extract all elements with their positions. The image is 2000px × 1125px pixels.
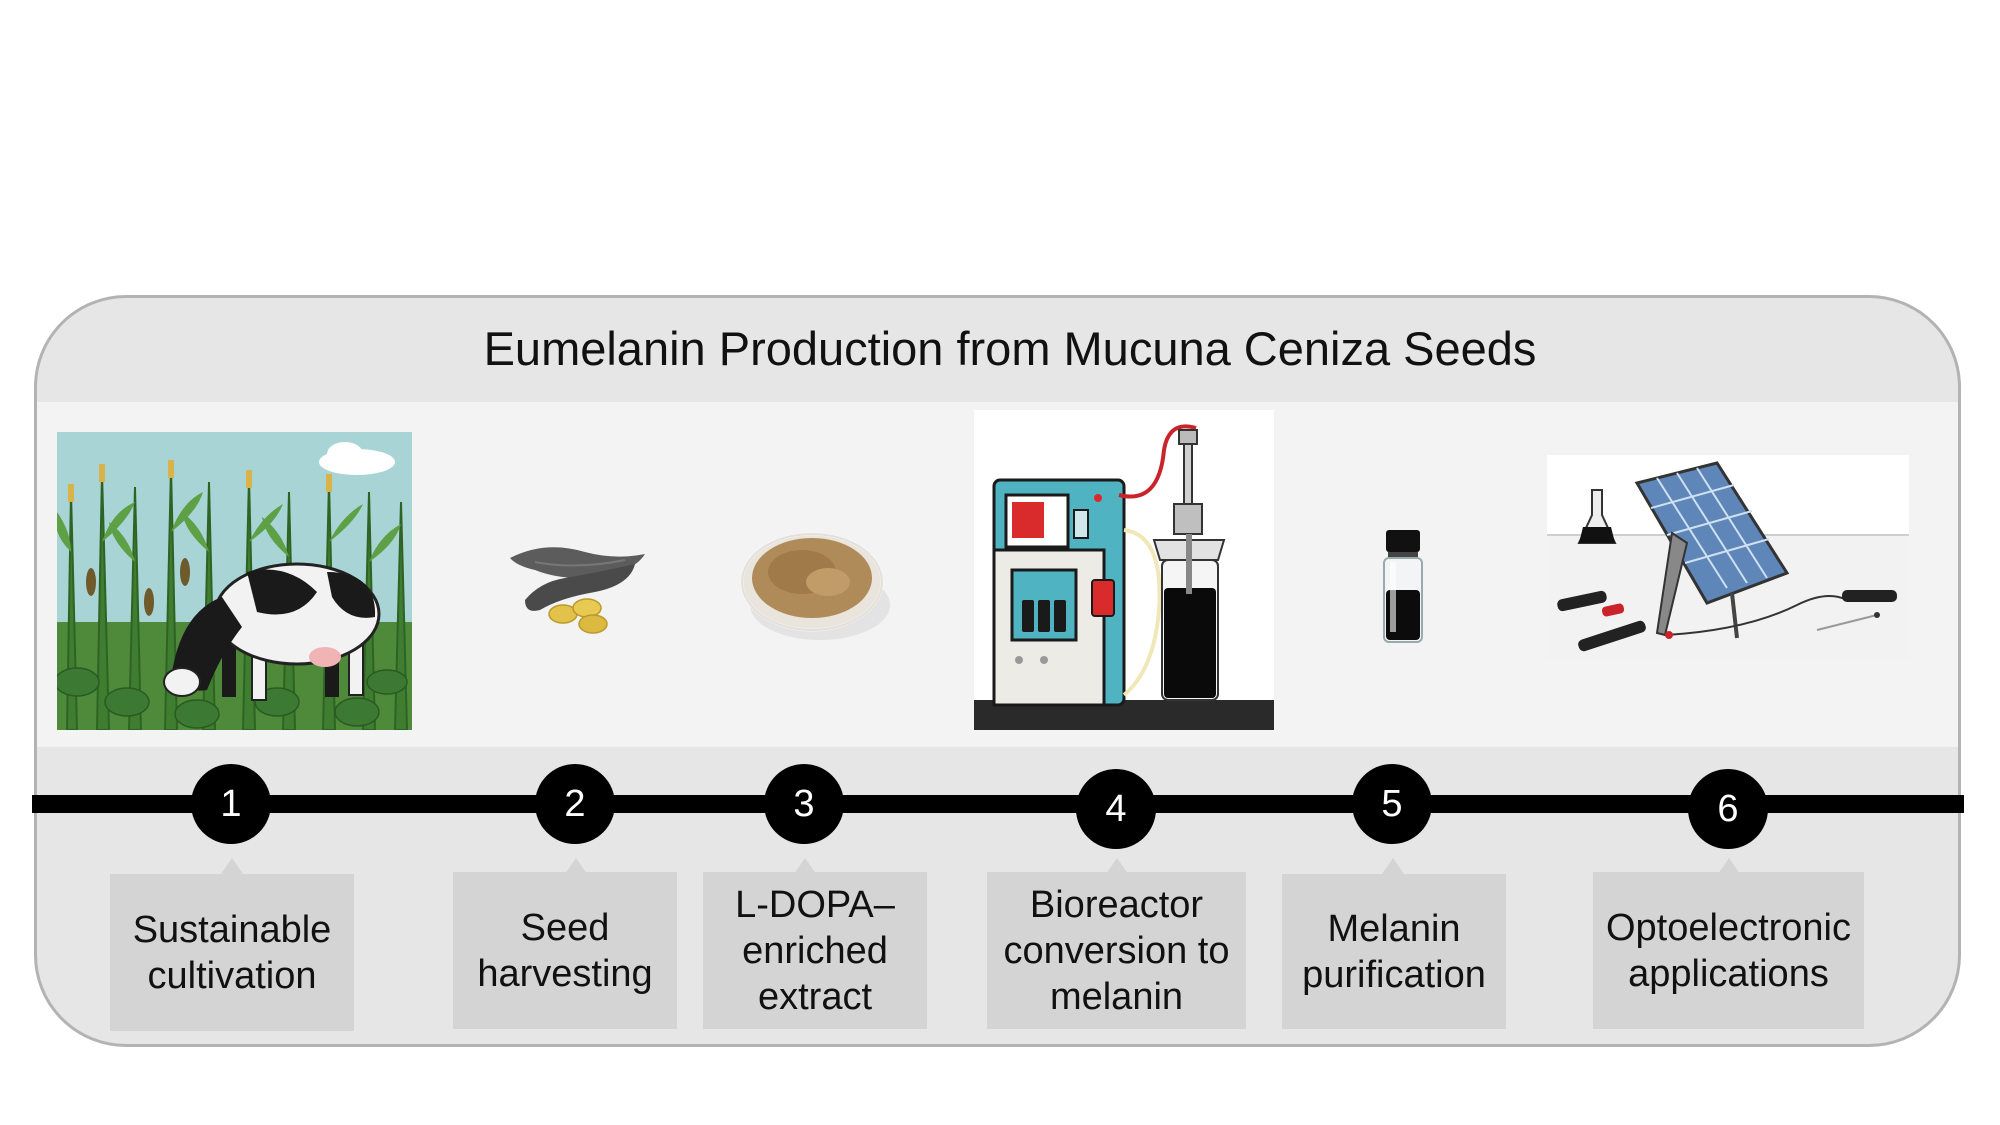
seed-pods-icon [510, 547, 645, 634]
step-number-1: 1 [191, 764, 271, 844]
diagram-title: Eumelanin Production from Mucuna Ceniza … [483, 322, 1537, 375]
cow-grazing-cornfield-icon [57, 432, 412, 730]
label-pointer [794, 858, 816, 874]
step-number-5: 5 [1352, 764, 1432, 844]
label-pointer [1106, 858, 1128, 874]
step-number-4: 4 [1076, 769, 1156, 849]
solar-panel-electronics-icon [1547, 455, 1909, 660]
label-pointer [1382, 858, 1404, 874]
step-label-3: L-DOPA– enriched extract [703, 872, 927, 1029]
label-pointer [221, 858, 243, 874]
step-label-6: Optoelectronic applications [1593, 872, 1864, 1029]
step-number-2: 2 [535, 764, 615, 844]
step-number-3: 3 [764, 764, 844, 844]
step-label-4: Bioreactor conversion to melanin [987, 872, 1246, 1029]
bioreactor-icon [974, 410, 1274, 730]
step-label-2: Seed harvesting [453, 872, 677, 1029]
step-number-6: 6 [1688, 769, 1768, 849]
extract-powder-dish-icon [740, 532, 890, 640]
label-pointer [565, 858, 587, 874]
step-label-1: Sustainable cultivation [110, 874, 354, 1031]
step-label-5: Melanin purification [1282, 874, 1506, 1029]
melanin-vial-icon [1383, 530, 1423, 643]
timeline-line [32, 795, 1964, 813]
label-pointer [1718, 858, 1740, 874]
